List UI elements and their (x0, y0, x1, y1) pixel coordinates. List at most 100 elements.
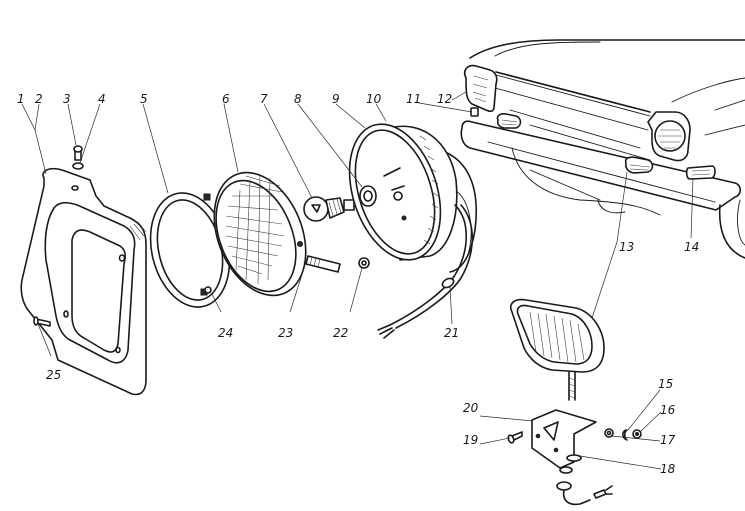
bracket-hole-2 (553, 447, 559, 453)
car-bumper (460, 120, 742, 211)
leader-23 (289, 261, 307, 313)
housing-lug (401, 215, 407, 221)
wiring-harness-part-21 (377, 204, 474, 339)
lamp-unit-body (213, 171, 307, 297)
housing-part-9 (348, 123, 458, 261)
car-fender-line (671, 77, 745, 103)
callout-19: 19 (463, 433, 478, 447)
callout-2: 2 (35, 92, 43, 106)
leader-14 (690, 178, 694, 239)
callout-22: 22 (333, 326, 348, 340)
callout-17: 17 (660, 433, 676, 447)
nut-16-hole (635, 432, 639, 436)
screw-head (73, 145, 83, 153)
car-left-wheel-inner (454, 189, 472, 256)
leader-17 (611, 435, 661, 442)
leader-2 (34, 103, 40, 131)
bulb-socket-pins (343, 199, 355, 211)
callout-12: 12 (437, 92, 452, 106)
callout-20: 20 (463, 401, 479, 415)
bottom-screw-head (33, 316, 39, 326)
fog-lamp-lens (516, 304, 593, 365)
callout-4: 4 (98, 92, 106, 106)
top-screw (73, 145, 83, 161)
mount-washer-2 (559, 466, 573, 474)
leader-12 (451, 91, 467, 101)
leader-7 (263, 103, 313, 199)
mount-nut (556, 481, 572, 491)
leader-21 (449, 285, 453, 325)
nut-part-16 (632, 429, 642, 439)
harness-cable-inner (395, 204, 474, 329)
housing-ring-inner (354, 129, 436, 255)
callout-23: 23 (278, 326, 293, 340)
car-right-wheel (718, 204, 745, 259)
car-left-headlight (463, 64, 498, 113)
washer-part-4 (72, 162, 84, 170)
lamp-unit-part-6 (213, 171, 307, 297)
callout-18: 18 (660, 462, 676, 476)
car-left-fog-lamp-lens (501, 119, 518, 126)
frame-opening (71, 229, 126, 353)
car-fender-line-3 (704, 124, 745, 136)
rim-tab-top (203, 193, 211, 201)
callout-24: 24 (218, 326, 233, 340)
washer-17-hole (606, 430, 612, 436)
housing-adjuster-ring-teeth (419, 135, 439, 245)
housing-grommet-part-8 (359, 185, 377, 207)
callout-6: 6 (222, 92, 230, 106)
leader-16 (639, 411, 662, 433)
mounting-frame (20, 167, 147, 396)
bulb-glass (303, 196, 329, 222)
frame-hole-bottom (115, 346, 121, 354)
leader-25 (37, 323, 52, 357)
bracket-hole (535, 433, 541, 439)
adjust-screw-body (305, 255, 341, 273)
leader-18 (579, 455, 662, 470)
screw-19-head (507, 434, 515, 444)
car-hood-front (495, 71, 651, 113)
fog-lamp-wire (562, 489, 591, 506)
car-hood-front-lip (495, 74, 651, 117)
bracket-part-20 (531, 409, 597, 469)
housing-ring-outer (348, 123, 442, 261)
bottom-screw (33, 316, 51, 327)
car-right-headlight-lens-pattern (658, 129, 682, 149)
frame-hole-top (71, 185, 79, 191)
leader-13 (591, 171, 628, 319)
mount-hardware-part-18 (556, 454, 613, 506)
car-body-line-2 (509, 109, 641, 149)
leader-3 (67, 103, 77, 146)
fog-lamp-wire-terminal (593, 489, 607, 499)
car-front (439, 39, 745, 273)
callout-7: 7 (260, 92, 268, 106)
callout-16: 16 (660, 403, 676, 417)
car-fender-line-2 (714, 99, 745, 111)
car-right-wheel-inner (737, 199, 745, 246)
fog-lamp-body (510, 298, 605, 373)
car-underbody-2 (529, 169, 601, 201)
bulb-part-7 (303, 196, 355, 222)
car-right-fog-lamp (624, 156, 654, 174)
leader-10 (375, 103, 387, 122)
lamp-lens-grid (235, 175, 271, 285)
nut-body (358, 257, 370, 269)
callout-15: 15 (658, 377, 673, 391)
frame-shading (129, 221, 147, 241)
nut-hole (361, 260, 367, 266)
leader-4 (79, 103, 101, 164)
fog-lamp-lens-ribs (529, 311, 585, 363)
washer-part-17 (604, 428, 614, 438)
leader-8 (297, 103, 363, 188)
leader-20 (479, 415, 534, 422)
rim-screw-part-24 (204, 286, 212, 294)
leader-11 (418, 102, 473, 113)
lamp-unit-lens (215, 179, 297, 293)
leader-9 (335, 103, 366, 129)
callout-3: 3 (63, 92, 71, 106)
harness-cable-outer (389, 204, 467, 326)
leader-15 (627, 389, 661, 431)
housing-adjuster-screw (393, 191, 403, 201)
leader-1 (21, 103, 47, 175)
